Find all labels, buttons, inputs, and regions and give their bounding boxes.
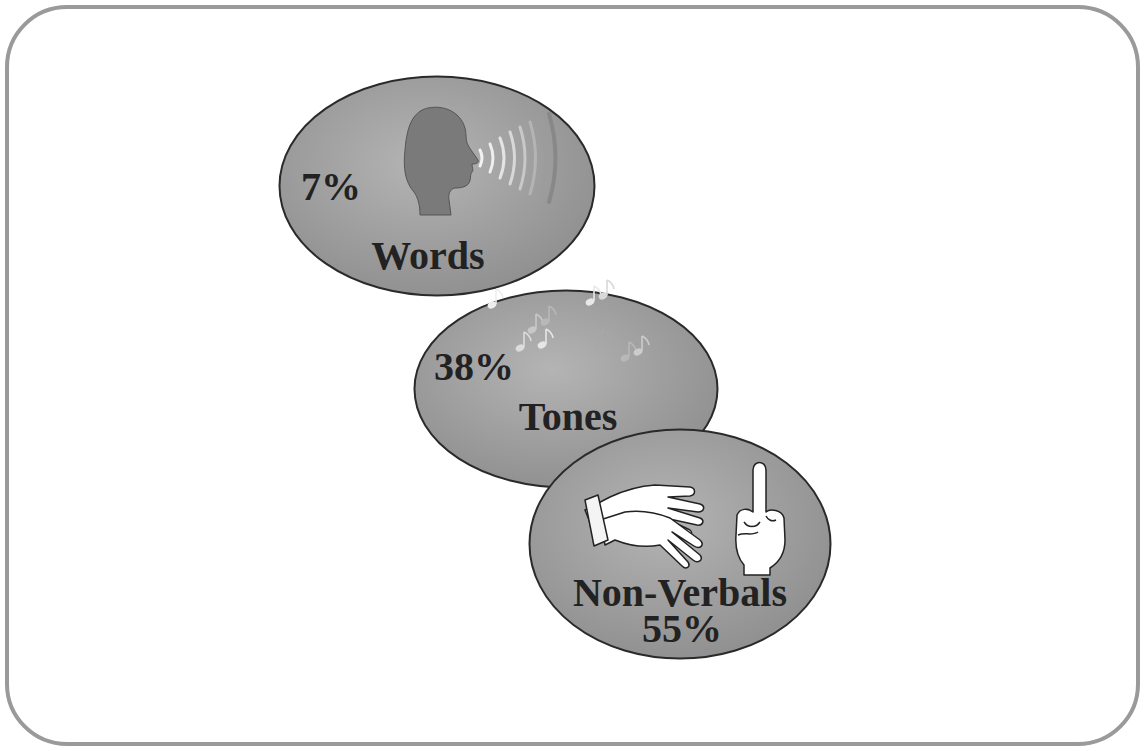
- sound-waves: [480, 114, 556, 202]
- category-label: Words: [371, 236, 484, 276]
- category-label: Non-Verbals: [573, 573, 787, 613]
- percent-label: 38%: [434, 347, 514, 387]
- category-label: Tones: [519, 397, 618, 437]
- percent-label: 7%: [301, 167, 361, 207]
- pointing-hand: [736, 463, 785, 576]
- clapping-hands: [585, 485, 704, 568]
- music-notes: [487, 280, 649, 363]
- head-silhouette: [404, 107, 478, 215]
- percent-label: 55%: [642, 609, 722, 649]
